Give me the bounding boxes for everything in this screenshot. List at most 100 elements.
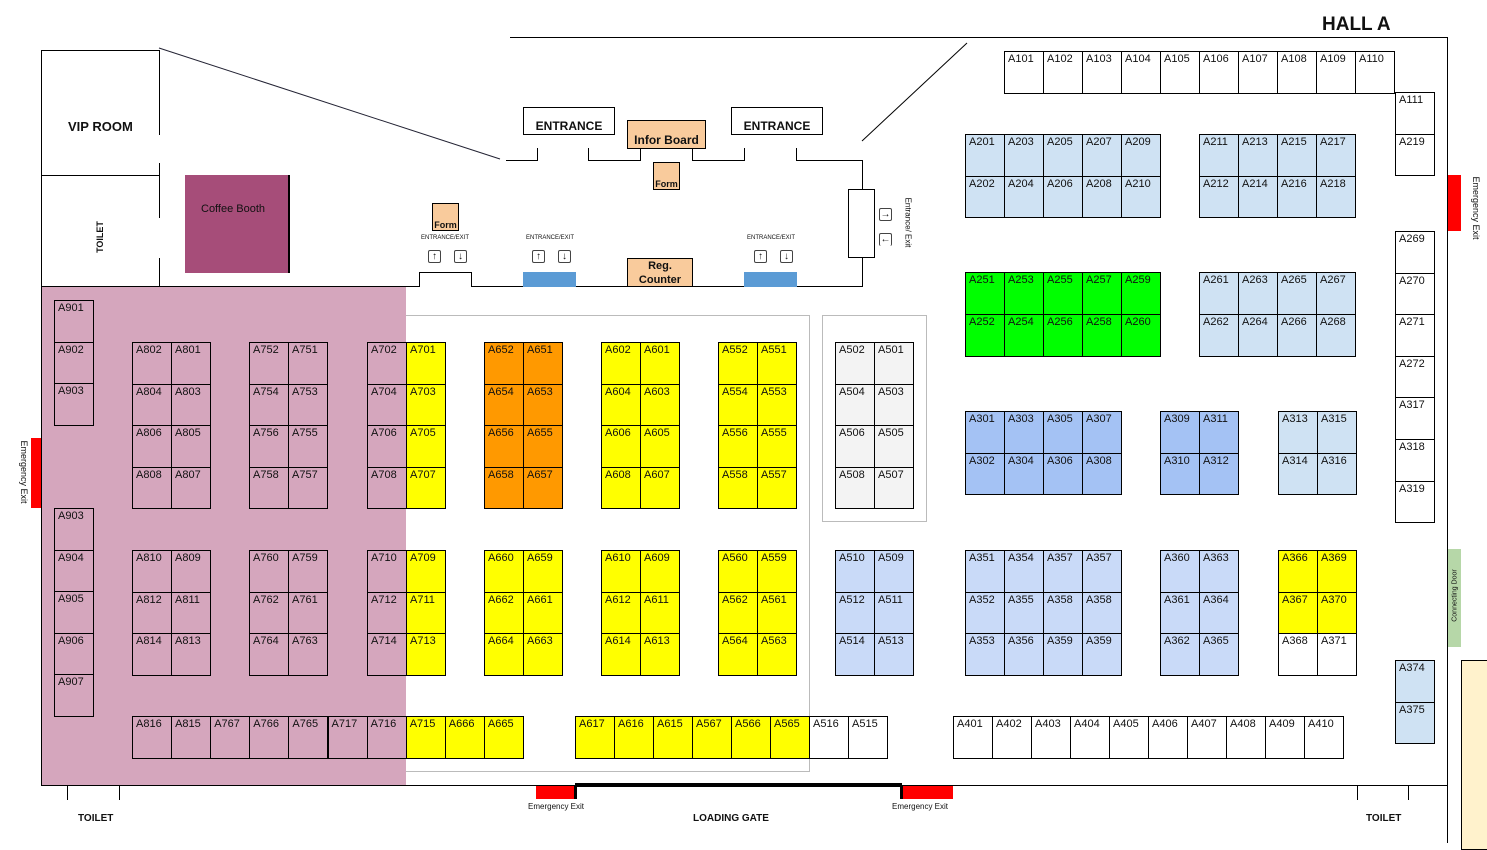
booth-a607[interactable]: A607	[640, 466, 680, 509]
booth-a501[interactable]: A501	[874, 342, 914, 385]
booth-a206[interactable]: A206	[1043, 175, 1083, 218]
booth-a402[interactable]: A402	[992, 716, 1032, 759]
booth-a903[interactable]: A903	[54, 508, 94, 551]
booth-a318[interactable]: A318	[1395, 439, 1435, 482]
booth-a807[interactable]: A807	[171, 466, 211, 509]
booth-a257[interactable]: A257	[1082, 272, 1122, 315]
booth-a304[interactable]: A304	[1004, 452, 1044, 495]
booth-a704[interactable]: A704	[367, 383, 407, 426]
booth-a651[interactable]: A651	[523, 342, 563, 385]
booth-a317[interactable]: A317	[1395, 397, 1435, 440]
booth-a564[interactable]: A564	[718, 633, 758, 677]
booth-a717[interactable]: A717	[327, 716, 368, 759]
booth-a108[interactable]: A108	[1277, 51, 1317, 94]
entrance-1[interactable]: ENTRANCE	[523, 107, 615, 135]
booth-a209[interactable]: A209	[1121, 134, 1161, 177]
booth-a315[interactable]: A315	[1317, 411, 1357, 454]
booth-a653[interactable]: A653	[523, 383, 563, 426]
booth-a261[interactable]: A261	[1199, 272, 1239, 315]
booth-a561[interactable]: A561	[757, 591, 797, 635]
booth-a603[interactable]: A603	[640, 383, 680, 426]
booth-a809[interactable]: A809	[171, 550, 211, 593]
booth-a715[interactable]: A715	[405, 716, 446, 759]
booth-a207[interactable]: A207	[1082, 134, 1122, 177]
booth-a216[interactable]: A216	[1277, 175, 1317, 218]
booth-a269[interactable]: A269	[1395, 231, 1435, 274]
booth-a203[interactable]: A203	[1004, 134, 1044, 177]
emergency-exit-bottom-1[interactable]	[536, 786, 575, 799]
booth-a270[interactable]: A270	[1395, 272, 1435, 316]
booth-a358[interactable]: A358	[1043, 591, 1083, 635]
booth-a101[interactable]: A101	[1004, 51, 1044, 94]
booth-a611[interactable]: A611	[640, 591, 680, 635]
booth-a351[interactable]: A351	[965, 550, 1005, 593]
booth-a515[interactable]: A515	[848, 716, 888, 759]
booth-a265[interactable]: A265	[1277, 272, 1317, 315]
emergency-exit-right[interactable]	[1448, 175, 1461, 231]
booth-a356[interactable]: A356	[1004, 633, 1044, 677]
booth-a708[interactable]: A708	[367, 466, 407, 509]
booth-a371[interactable]: A371	[1317, 633, 1357, 677]
booth-a808[interactable]: A808	[132, 466, 172, 509]
booth-a756[interactable]: A756	[249, 425, 289, 468]
booth-a705[interactable]: A705	[406, 425, 446, 468]
booth-a761[interactable]: A761	[288, 591, 328, 635]
booth-a374[interactable]: A374	[1395, 660, 1435, 703]
booth-a658[interactable]: A658	[484, 466, 524, 509]
booth-a510[interactable]: A510	[835, 550, 875, 593]
booth-a106[interactable]: A106	[1199, 51, 1239, 94]
booth-a760[interactable]: A760	[249, 550, 289, 593]
booth-a251[interactable]: A251	[965, 272, 1005, 315]
booth-a201[interactable]: A201	[965, 134, 1005, 177]
booth-a754[interactable]: A754	[249, 383, 289, 426]
booth-a555[interactable]: A555	[757, 425, 797, 468]
booth-a507[interactable]: A507	[874, 466, 914, 509]
booth-a307[interactable]: A307	[1082, 411, 1122, 454]
booth-a268[interactable]: A268	[1316, 314, 1356, 357]
booth-a110[interactable]: A110	[1355, 51, 1395, 94]
booth-a563[interactable]: A563	[757, 633, 797, 677]
booth-a714[interactable]: A714	[367, 633, 407, 677]
booth-a311[interactable]: A311	[1199, 411, 1239, 454]
booth-a509[interactable]: A509	[874, 550, 914, 593]
booth-a711[interactable]: A711	[406, 591, 446, 635]
booth-a904[interactable]: A904	[54, 549, 94, 593]
booth-a811[interactable]: A811	[171, 591, 211, 635]
booth-a614[interactable]: A614	[601, 633, 641, 677]
booth-a309[interactable]: A309	[1160, 411, 1200, 454]
booth-a368[interactable]: A368	[1278, 633, 1318, 677]
booth-a254[interactable]: A254	[1004, 314, 1044, 357]
booth-a353[interactable]: A353	[965, 633, 1005, 677]
booth-a713[interactable]: A713	[406, 633, 446, 677]
booth-a609[interactable]: A609	[640, 550, 680, 593]
booth-a408[interactable]: A408	[1226, 716, 1266, 759]
booth-a409[interactable]: A409	[1265, 716, 1305, 759]
booth-a816[interactable]: A816	[132, 716, 173, 759]
booth-a407[interactable]: A407	[1187, 716, 1227, 759]
booth-a554[interactable]: A554	[718, 383, 758, 426]
booth-a751[interactable]: A751	[288, 342, 328, 385]
booth-a267[interactable]: A267	[1316, 272, 1356, 315]
booth-a765[interactable]: A765	[288, 716, 329, 759]
booth-a652[interactable]: A652	[484, 342, 524, 385]
booth-a608[interactable]: A608	[601, 466, 641, 509]
booth-a606[interactable]: A606	[601, 425, 641, 468]
booth-a814[interactable]: A814	[132, 633, 172, 677]
booth-a755[interactable]: A755	[288, 425, 328, 468]
booth-a205[interactable]: A205	[1043, 134, 1083, 177]
booth-a706[interactable]: A706	[367, 425, 407, 468]
booth-a218[interactable]: A218	[1316, 175, 1356, 218]
booth-a306[interactable]: A306	[1043, 452, 1083, 495]
booth-a813[interactable]: A813	[171, 633, 211, 677]
booth-a552[interactable]: A552	[718, 342, 758, 385]
side-door[interactable]	[848, 189, 875, 258]
booth-a210[interactable]: A210	[1121, 175, 1161, 218]
booth-a258[interactable]: A258	[1082, 314, 1122, 357]
booth-a605[interactable]: A605	[640, 425, 680, 468]
booth-a362[interactable]: A362	[1160, 633, 1200, 677]
booth-a204[interactable]: A204	[1004, 175, 1044, 218]
booth-a354[interactable]: A354	[1004, 550, 1044, 593]
booth-a710[interactable]: A710	[367, 550, 407, 593]
booth-a610[interactable]: A610	[601, 550, 641, 593]
booth-a902[interactable]: A902	[54, 341, 94, 385]
